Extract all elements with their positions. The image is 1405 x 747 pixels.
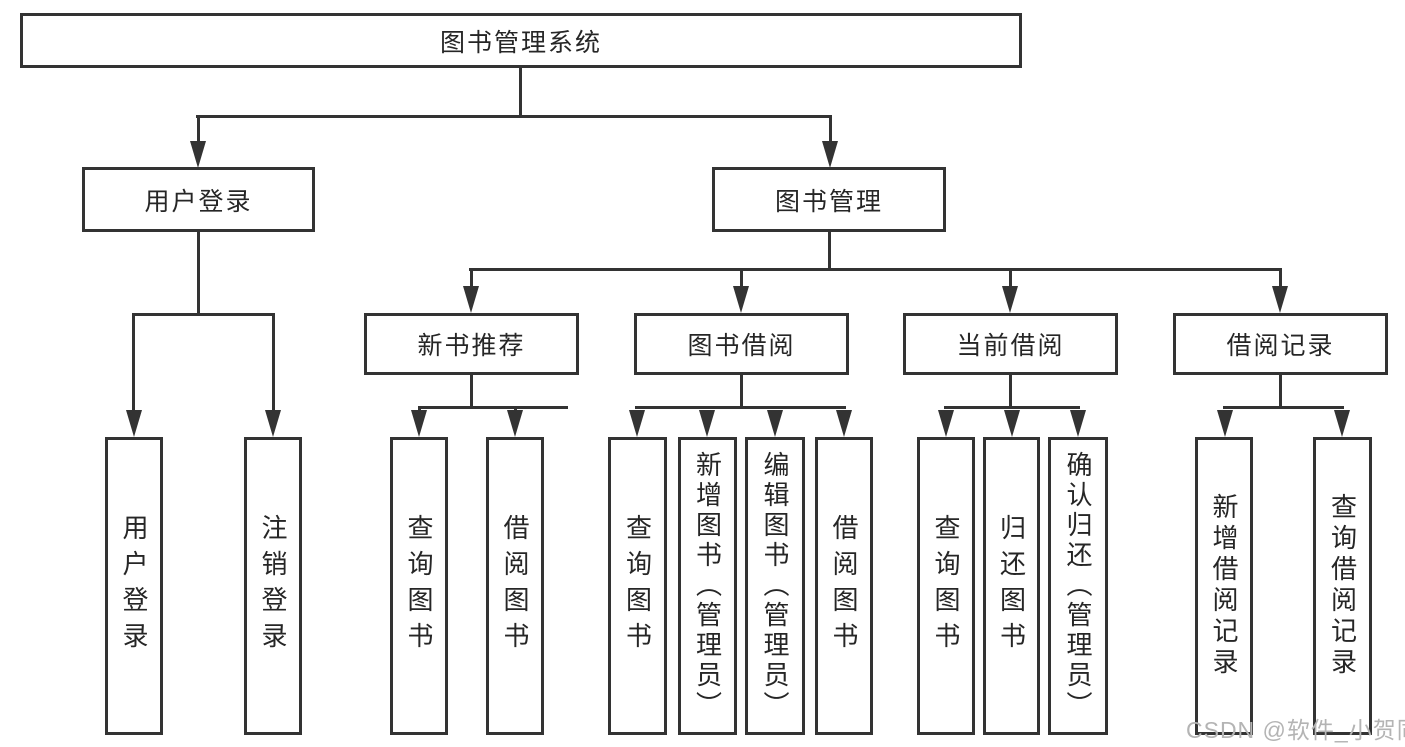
node-borrow-query-books-label: 查询图书	[622, 514, 653, 658]
node-recommend-query-books: 查询图书	[390, 437, 448, 735]
arrow-down-icon	[699, 410, 715, 437]
node-current-query-books: 查询图书	[917, 437, 975, 735]
node-new-book-recommend-label: 新书推荐	[417, 332, 526, 360]
node-borrow-borrow-books: 借阅图书	[815, 437, 873, 735]
arrow-down-icon	[265, 410, 281, 437]
connector-line	[944, 406, 1080, 409]
node-current-borrow-label: 当前借阅	[956, 332, 1065, 360]
node-return-books-label: 归还图书	[996, 514, 1027, 658]
connector-line	[469, 268, 1282, 271]
node-query-borrow-record: 查询借阅记录	[1313, 437, 1372, 735]
node-new-book-recommend: 新书推荐	[364, 313, 579, 375]
arrow-down-icon	[1217, 410, 1233, 437]
arrow-down-icon	[733, 286, 749, 313]
arrow-down-icon	[1334, 410, 1350, 437]
connector-line	[132, 313, 275, 316]
node-borrow-borrow-books-label: 借阅图书	[829, 514, 859, 658]
connector-line	[197, 232, 200, 315]
connector-line	[470, 375, 473, 408]
arrow-down-icon	[1272, 286, 1288, 313]
node-root-label: 图书管理系统	[439, 28, 602, 57]
node-add-borrow-record-label: 新增借阅记录	[1209, 493, 1239, 679]
arrow-down-icon	[1002, 286, 1018, 313]
arrow-down-icon	[190, 141, 206, 168]
arrow-down-icon	[507, 410, 523, 437]
arrow-down-icon	[1070, 410, 1086, 437]
node-book-borrow: 图书借阅	[634, 313, 849, 375]
node-user-login: 用户登录	[82, 167, 315, 232]
connector-line	[829, 115, 832, 145]
connector-line	[1279, 268, 1282, 290]
connector-line	[828, 232, 831, 270]
connector-line	[272, 313, 275, 413]
node-book-management-label: 图书管理	[774, 187, 883, 216]
node-root: 图书管理系统	[20, 13, 1022, 68]
connector-line	[519, 68, 522, 117]
node-add-book-admin: 新增图书（管理员）	[678, 437, 737, 735]
arrow-down-icon	[767, 410, 783, 437]
node-logout-label: 注销登录	[258, 514, 288, 658]
node-current-borrow: 当前借阅	[903, 313, 1118, 375]
node-borrow-query-books: 查询图书	[608, 437, 667, 735]
connector-line	[740, 375, 743, 408]
arrow-down-icon	[629, 410, 645, 437]
watermark: CSDN @软件_小贺同学	[1186, 717, 1405, 743]
node-return-books: 归还图书	[983, 437, 1040, 735]
connector-line	[1279, 375, 1282, 408]
node-user-login-leaf-label: 用户登录	[119, 514, 149, 658]
arrow-down-icon	[938, 410, 954, 437]
node-edit-book-admin: 编辑图书（管理员）	[745, 437, 805, 735]
node-confirm-return-admin: 确认归还（管理员）	[1048, 437, 1108, 735]
connector-line	[740, 268, 743, 290]
node-recommend-query-books-label: 查询图书	[404, 514, 434, 658]
node-add-borrow-record: 新增借阅记录	[1195, 437, 1253, 735]
node-book-borrow-label: 图书借阅	[687, 332, 796, 360]
node-recommend-borrow-books-label: 借阅图书	[500, 514, 530, 658]
arrow-down-icon	[126, 410, 142, 437]
node-borrow-records-label: 借阅记录	[1226, 332, 1335, 360]
node-user-login-leaf: 用户登录	[105, 437, 163, 735]
connector-line	[197, 115, 200, 145]
node-confirm-return-admin-label: 确认归还（管理员）	[1063, 451, 1093, 721]
node-query-borrow-record-label: 查询借阅记录	[1327, 493, 1358, 679]
node-borrow-records: 借阅记录	[1173, 313, 1388, 375]
node-edit-book-admin-label: 编辑图书（管理员）	[760, 451, 790, 721]
connector-line	[132, 313, 135, 413]
connector-line	[470, 268, 473, 290]
connector-line	[635, 406, 846, 409]
arrow-down-icon	[836, 410, 852, 437]
node-book-management: 图书管理	[712, 167, 946, 232]
arrow-down-icon	[822, 141, 838, 168]
connector-line	[1009, 268, 1012, 290]
node-logout: 注销登录	[244, 437, 302, 735]
node-add-book-admin-label: 新增图书（管理员）	[692, 451, 723, 721]
connector-line	[1009, 375, 1012, 408]
arrow-down-icon	[411, 410, 427, 437]
node-recommend-borrow-books: 借阅图书	[486, 437, 544, 735]
node-user-login-label: 用户登录	[144, 187, 253, 216]
connector-line	[418, 406, 568, 409]
arrow-down-icon	[463, 286, 479, 313]
node-current-query-books-label: 查询图书	[931, 514, 961, 658]
connector-line	[1223, 406, 1344, 409]
arrow-down-icon	[1004, 410, 1020, 437]
connector-line	[196, 115, 832, 118]
